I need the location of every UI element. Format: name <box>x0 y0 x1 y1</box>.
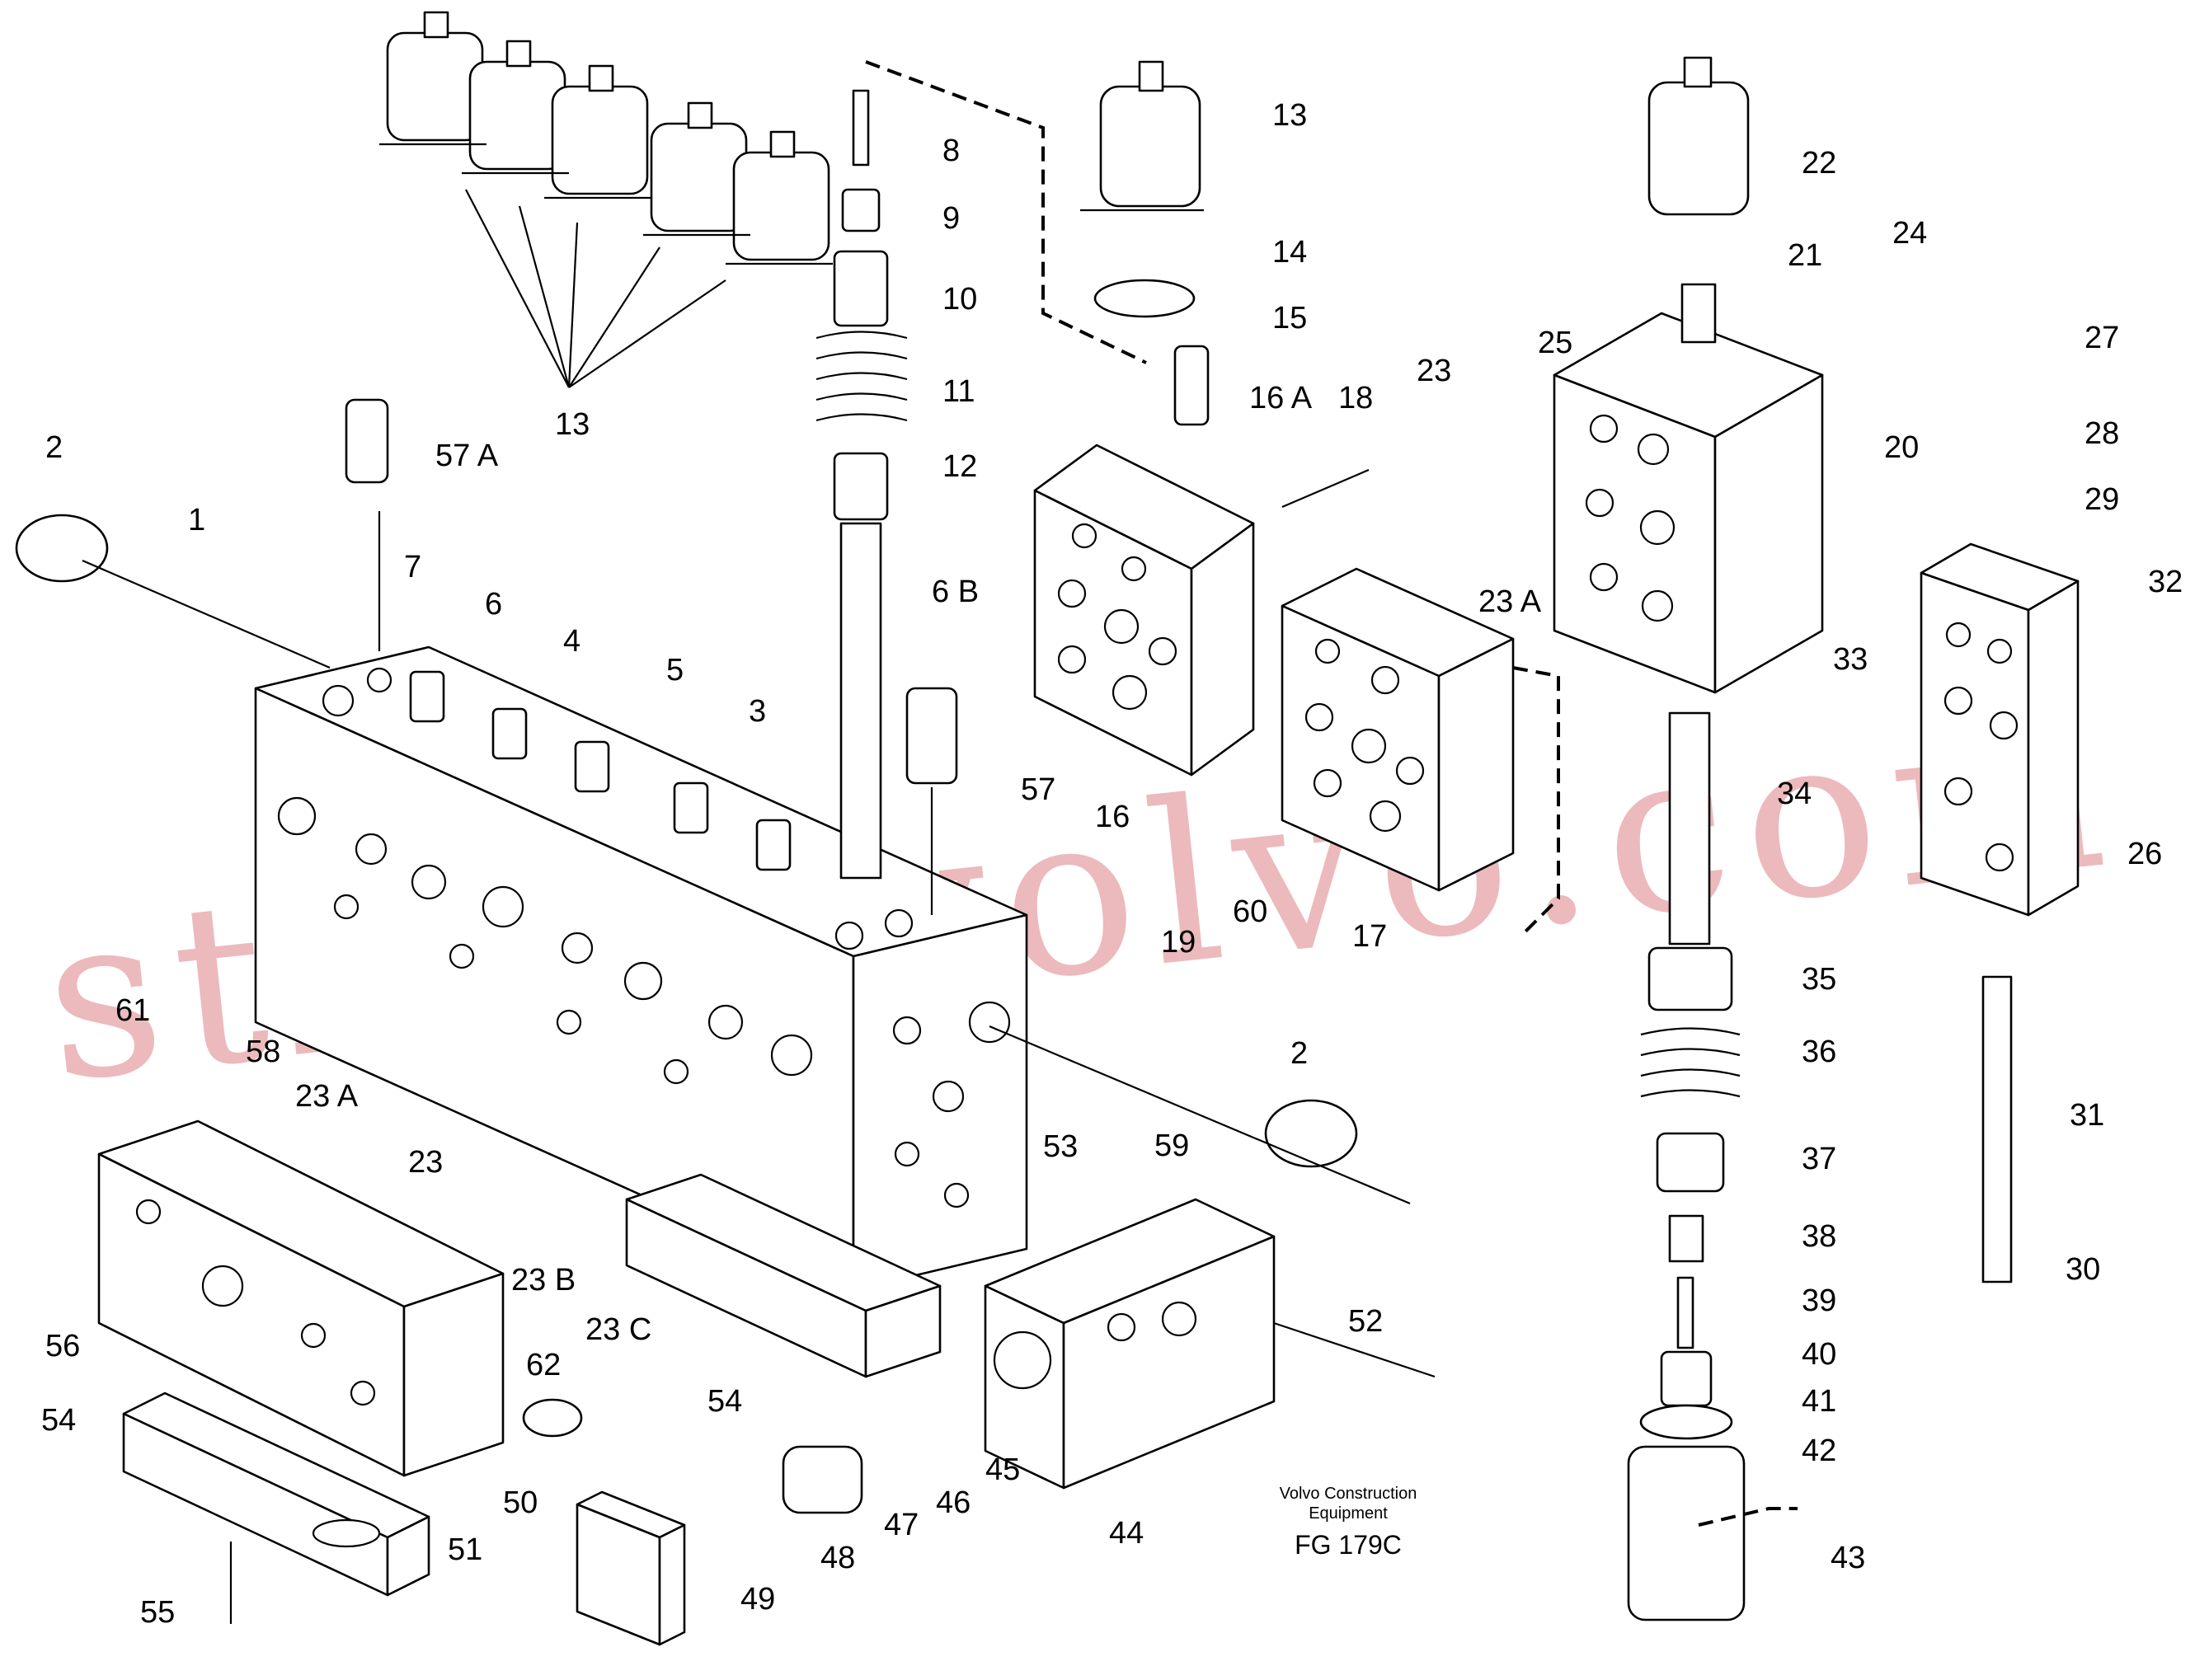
plate-16 <box>1033 345 1255 777</box>
spool-stack <box>815 89 908 880</box>
label-23: 23 <box>1417 354 1451 388</box>
label-39: 39 <box>1802 1283 1836 1318</box>
label-55: 55 <box>140 1595 175 1630</box>
label-14: 14 <box>1272 235 1307 270</box>
label-2: 2 <box>45 430 63 465</box>
label-23C: 23 C <box>585 1312 651 1347</box>
label-37: 37 <box>1802 1142 1836 1176</box>
label-46: 46 <box>936 1485 971 1520</box>
label-23B: 23 B <box>511 1263 576 1298</box>
label-8: 8 <box>942 134 960 168</box>
label-17: 17 <box>1352 919 1387 954</box>
label-23b: 23 <box>408 1145 443 1180</box>
solenoid-group <box>379 11 833 388</box>
label-11: 11 <box>942 374 975 409</box>
label-20: 20 <box>1884 430 1919 465</box>
label-53: 53 <box>1043 1129 1078 1164</box>
spool-31 <box>1981 975 2013 1283</box>
label-54: 54 <box>707 1384 742 1419</box>
label-43: 43 <box>1831 1541 1865 1575</box>
label-41: 41 <box>1802 1384 1836 1419</box>
label-32: 32 <box>2148 565 2183 599</box>
label-9: 9 <box>942 201 960 236</box>
label-21: 21 <box>1788 238 1822 273</box>
label-45: 45 <box>985 1452 1020 1487</box>
label-33: 33 <box>1833 642 1868 677</box>
label-5: 5 <box>666 653 684 687</box>
label-23A: 23 A <box>1478 584 1542 619</box>
label-6: 6 <box>485 587 502 622</box>
label-2b: 2 <box>1290 1036 1308 1071</box>
label-19: 19 <box>1161 925 1196 960</box>
label-16A: 16 A <box>1249 381 1313 415</box>
label-12: 12 <box>942 449 977 484</box>
label-26: 26 <box>2127 837 2162 871</box>
label-18: 18 <box>1338 381 1373 415</box>
cover-50 <box>576 1490 686 1646</box>
label-51: 51 <box>448 1532 482 1567</box>
label-13b: 13 <box>1272 98 1307 133</box>
label-31: 31 <box>2070 1098 2104 1133</box>
label-57: 57 <box>1021 772 1055 807</box>
label-52: 52 <box>1348 1304 1383 1339</box>
label-30: 30 <box>2066 1252 2100 1287</box>
label-29: 29 <box>2084 482 2119 517</box>
label-22: 22 <box>1802 146 1836 181</box>
label-44: 44 <box>1109 1516 1144 1551</box>
labels: 1 2 2 3 4 5 6 6 B 7 8 9 10 11 12 13 13 1… <box>41 98 2183 1630</box>
block-54-lower <box>122 1391 430 1597</box>
fittings <box>15 398 1358 1514</box>
label-57A: 57 A <box>435 439 499 473</box>
block-54-upper <box>625 1173 942 1378</box>
figure-id: FG 179C <box>1295 1530 1402 1560</box>
solenoid-22 <box>1647 56 1750 344</box>
solenoid-single <box>1080 60 1204 318</box>
label-27: 27 <box>2084 321 2119 355</box>
label-50: 50 <box>503 1485 538 1520</box>
label-40: 40 <box>1802 1337 1836 1372</box>
label-35: 35 <box>1802 962 1836 997</box>
figure-caption: Volvo Construction Equipment FG 179C <box>1280 1485 1417 1560</box>
main-valve-block <box>254 645 1028 1292</box>
label-28: 28 <box>2084 416 2119 451</box>
label-56: 56 <box>45 1329 80 1363</box>
label-48: 48 <box>820 1541 855 1575</box>
block-26 <box>1920 542 2080 917</box>
spool-34-stack <box>1627 711 1746 1621</box>
label-23Ab: 23 A <box>295 1079 359 1114</box>
label-10: 10 <box>942 282 977 317</box>
label-47: 47 <box>884 1508 919 1542</box>
label-60: 60 <box>1233 894 1267 929</box>
label-3: 3 <box>749 694 766 729</box>
caption-line1: Volvo Construction <box>1280 1485 1417 1503</box>
label-38: 38 <box>1802 1219 1836 1254</box>
label-24: 24 <box>1892 216 1927 251</box>
label-1: 1 <box>188 503 205 537</box>
caption-line2: Equipment <box>1309 1504 1388 1523</box>
label-25: 25 <box>1538 326 1572 360</box>
label-42: 42 <box>1802 1434 1836 1468</box>
label-54b: 54 <box>41 1403 76 1438</box>
label-15: 15 <box>1272 301 1307 336</box>
label-13: 13 <box>555 407 590 442</box>
label-62: 62 <box>526 1348 561 1382</box>
label-16: 16 <box>1095 800 1130 834</box>
label-7: 7 <box>404 550 421 584</box>
leader-lines <box>82 468 1436 1624</box>
label-4: 4 <box>563 624 580 659</box>
block-20 <box>1553 312 1824 694</box>
label-59: 59 <box>1154 1129 1189 1163</box>
label-58: 58 <box>246 1035 280 1069</box>
block-44 <box>984 1198 1276 1490</box>
plate-17 <box>1281 567 1515 892</box>
lower-left-block <box>97 1119 505 1477</box>
label-34: 34 <box>1777 777 1812 811</box>
label-6B: 6 B <box>932 575 979 609</box>
label-49: 49 <box>740 1582 775 1617</box>
label-61: 61 <box>115 993 150 1028</box>
label-36: 36 <box>1802 1035 1836 1069</box>
